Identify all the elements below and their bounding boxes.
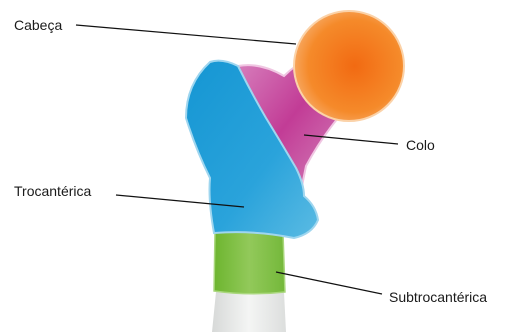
label-head: Cabeça xyxy=(14,17,62,33)
label-trochanteric: Trocantérica xyxy=(14,183,91,199)
subtrochanteric-region xyxy=(214,229,285,294)
femoral-head xyxy=(294,11,404,121)
leader-line-subtrochanteric xyxy=(276,272,382,294)
leader-line-head xyxy=(76,25,296,44)
label-neck: Colo xyxy=(406,137,435,153)
label-subtrochanteric: Subtrocantérica xyxy=(389,289,487,305)
femur-shaft xyxy=(212,292,286,332)
